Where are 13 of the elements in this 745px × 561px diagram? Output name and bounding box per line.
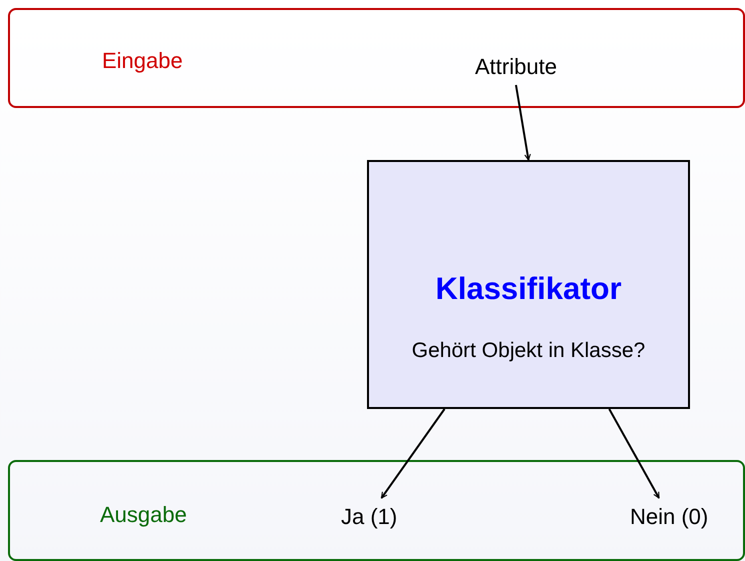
node-label: Nein (0) bbox=[630, 500, 708, 533]
input-band bbox=[8, 8, 745, 108]
node-label: Attribute bbox=[475, 50, 557, 83]
arrow bbox=[608, 408, 660, 499]
node-label: Ja (1) bbox=[341, 500, 398, 533]
classifier-box bbox=[367, 160, 690, 409]
band-label: Eingabe bbox=[102, 47, 183, 75]
box-subtitle: Gehört Objekt in Klasse? bbox=[412, 338, 646, 364]
box-title: Klassifikator bbox=[435, 270, 622, 308]
band-label: Ausgabe bbox=[100, 501, 187, 529]
arrow bbox=[380, 408, 446, 499]
output-band bbox=[8, 460, 745, 561]
arrow bbox=[514, 84, 531, 161]
